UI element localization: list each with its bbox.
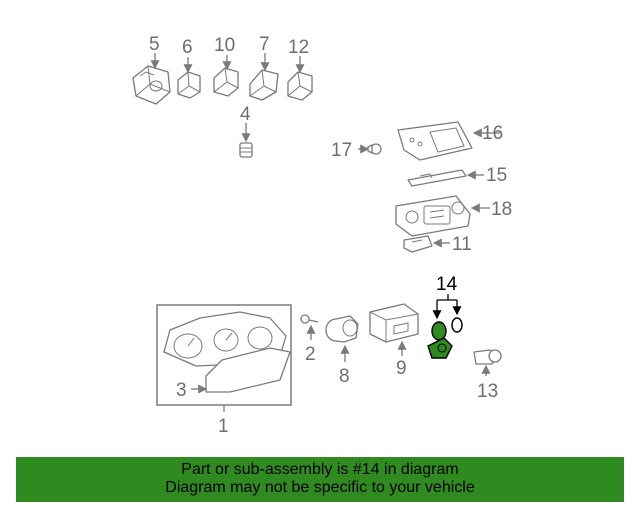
callout-1: 1 (218, 416, 229, 437)
part-18-control-panel (395, 195, 471, 237)
part-13-socket (473, 349, 502, 365)
callout-10: 10 (214, 35, 235, 56)
part-12-switch (287, 71, 313, 101)
callout-17: 17 (331, 140, 352, 161)
callout-14: 14 (436, 274, 458, 295)
callout-13: 13 (477, 381, 498, 402)
callout-8: 8 (339, 366, 350, 387)
callout-6: 6 (182, 37, 193, 58)
callout-3: 3 (176, 380, 187, 401)
callout-9: 9 (396, 358, 407, 379)
part-7-switch (249, 69, 279, 101)
callout-15: 15 (486, 165, 507, 186)
part-3-lens (205, 347, 291, 393)
callout-7: 7 (259, 34, 270, 55)
banner-line-1: Part or sub-assembly is #14 in diagram (181, 461, 459, 478)
banner-line-2: Diagram may not be specific to your vehi… (165, 479, 475, 496)
info-banner: Part or sub-assembly is #14 in diagram D… (16, 457, 624, 502)
part-17-screw (367, 143, 382, 155)
callout-5: 5 (149, 34, 160, 55)
part-10-switch (213, 67, 239, 97)
part-4-bulb (239, 142, 253, 158)
part-15-trim (407, 169, 467, 187)
callout-16: 16 (482, 123, 503, 144)
part-6-switch (177, 71, 201, 99)
leader-14 (432, 294, 462, 320)
part-5-switch (132, 65, 171, 105)
part-8-ignition (325, 315, 359, 343)
callout-12: 12 (288, 37, 309, 58)
part-16-bezel (397, 121, 473, 161)
callout-2: 2 (305, 344, 316, 365)
callout-11: 11 (452, 234, 472, 255)
callout-4: 4 (240, 104, 251, 125)
callout-18: 18 (491, 199, 512, 220)
part-14-assembly (427, 317, 463, 359)
part-9-module (369, 303, 419, 343)
part-2-screw (300, 314, 319, 324)
parts-diagram: 5 6 10 7 12 4 16 (132, 34, 512, 437)
part-11-switch (403, 235, 433, 253)
